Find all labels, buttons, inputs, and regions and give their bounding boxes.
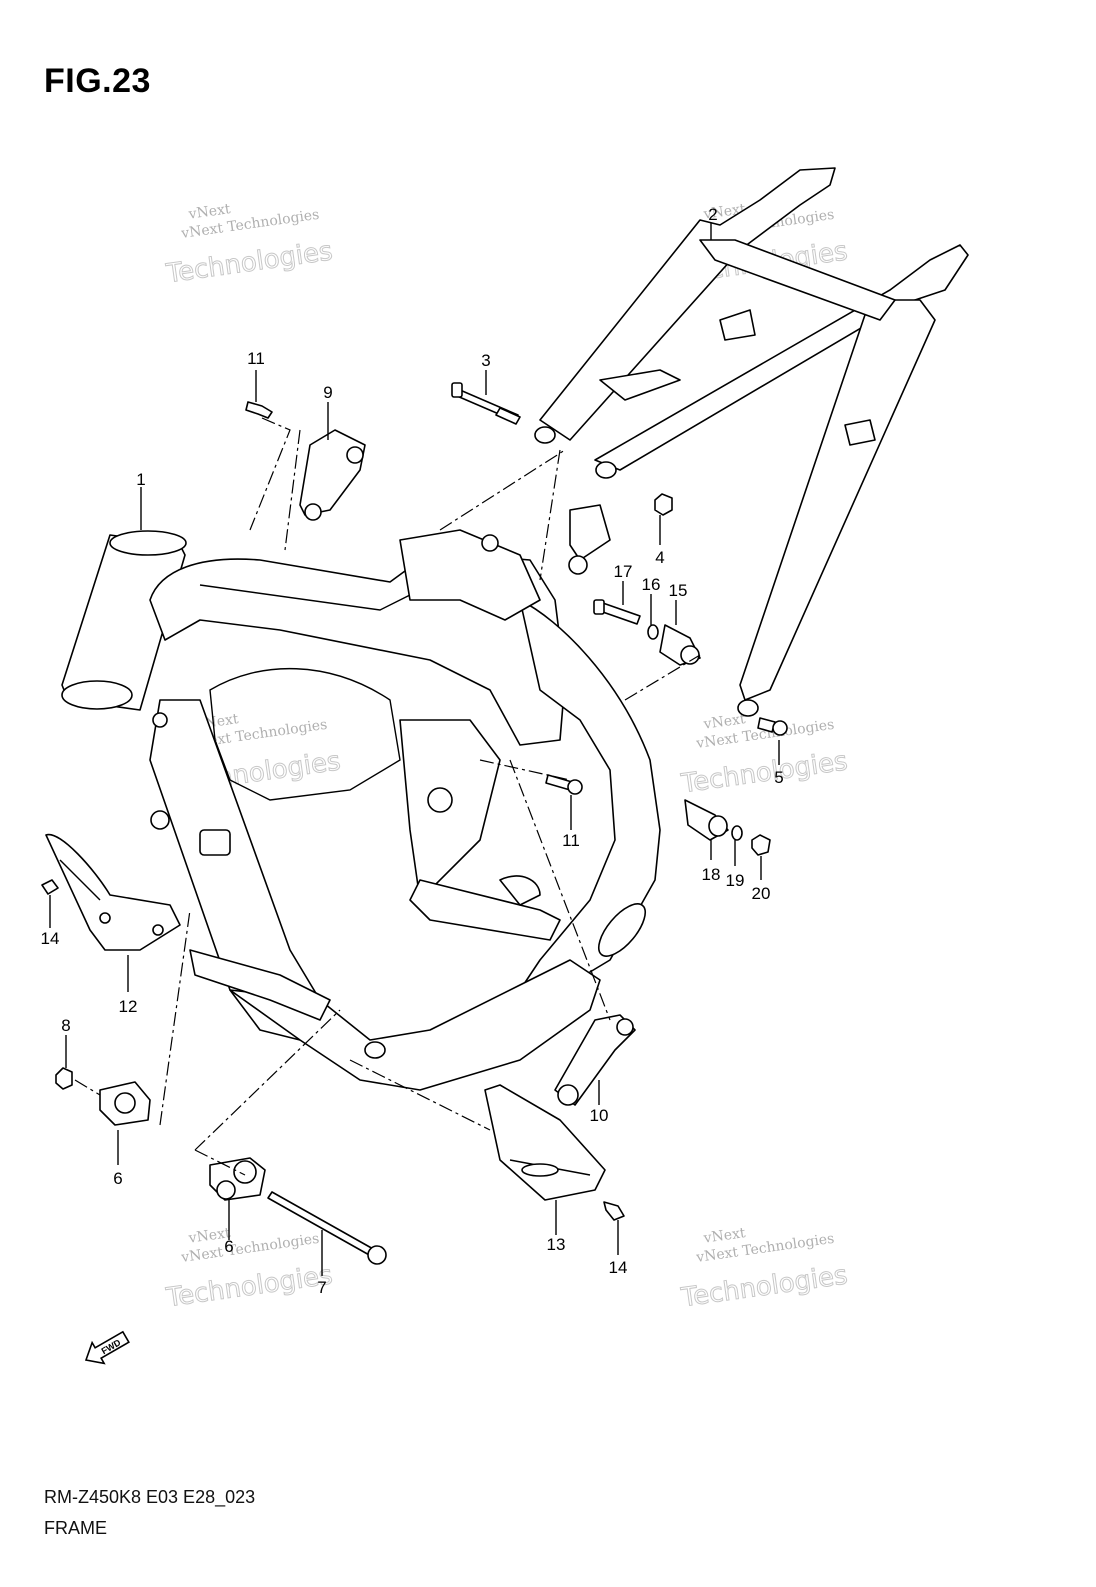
callout-10: 10 (590, 1106, 609, 1125)
mount-block-6-upper (99, 1081, 151, 1126)
bolt-3 (451, 382, 521, 425)
callout-1: 1 (136, 470, 145, 489)
nut-8 (55, 1067, 73, 1090)
nut-4 (654, 493, 673, 516)
watermark-large: Technologies (164, 1260, 335, 1313)
callout-17: 17 (614, 562, 633, 581)
mount-block-6-lower (209, 1157, 266, 1201)
bolt-14-right (603, 1201, 625, 1221)
watermark-large: Technologies (679, 746, 850, 799)
bolt-17 (593, 599, 641, 625)
watermark-vnext: vNext (187, 201, 232, 223)
assembly-lines (74, 417, 701, 1176)
callout-8: 8 (61, 1016, 70, 1035)
callouts: 1 2 3 4 5 6 6 7 8 9 10 11 11 12 13 14 14… (41, 205, 784, 1297)
callout-4: 4 (655, 548, 664, 567)
callout-11-lower: 11 (562, 831, 580, 850)
bolt-14-left (41, 879, 59, 895)
watermark-vnext: vNext (702, 711, 747, 733)
main-frame-part (61, 529, 661, 1091)
callout-3: 3 (481, 351, 490, 370)
watermark-vnext: vNext (187, 1225, 232, 1247)
callout-12: 12 (119, 997, 138, 1016)
washer-16 (647, 624, 659, 640)
callout-19: 19 (726, 871, 745, 890)
leader-lines (49, 223, 780, 1276)
callout-6-upper: 6 (113, 1169, 122, 1188)
callout-14-right: 14 (609, 1258, 628, 1277)
bolt-7 (267, 1191, 387, 1265)
fwd-arrow-icon: FWD (84, 1330, 130, 1365)
callout-6-lower: 6 (224, 1237, 233, 1256)
watermark-large: Technologies (164, 236, 335, 289)
section-name: FRAME (44, 1518, 107, 1538)
callout-14-left: 14 (41, 929, 60, 948)
skid-plate-13 (484, 1084, 606, 1201)
rear-subframe-part (534, 167, 969, 717)
callout-15: 15 (669, 581, 688, 600)
bush-18 (684, 799, 729, 841)
bolt-11-upper (245, 401, 273, 419)
watermark-vnext: vNext (702, 1225, 747, 1247)
nut-20 (751, 834, 771, 856)
callout-9: 9 (323, 383, 332, 402)
figure-title: FIG.23 (44, 62, 151, 100)
callout-13: 13 (547, 1235, 566, 1254)
engine-guard-12 (45, 833, 181, 951)
callout-5: 5 (774, 768, 783, 787)
callout-2: 2 (708, 205, 717, 224)
callout-18: 18 (702, 865, 721, 884)
engine-bracket-10 (554, 1014, 636, 1106)
callout-20: 20 (752, 884, 771, 903)
model-code: RM-Z450K8 E03 E28_023 (44, 1487, 256, 1507)
engine-bracket-9 (299, 429, 366, 521)
callout-11-upper: 11 (247, 349, 265, 368)
callout-7: 7 (317, 1278, 326, 1297)
bolt-11-lower (545, 774, 583, 795)
bolt-5 (757, 717, 788, 736)
washer-19 (731, 825, 743, 841)
callout-16: 16 (642, 575, 661, 594)
watermark-large: Technologies (679, 1260, 850, 1313)
